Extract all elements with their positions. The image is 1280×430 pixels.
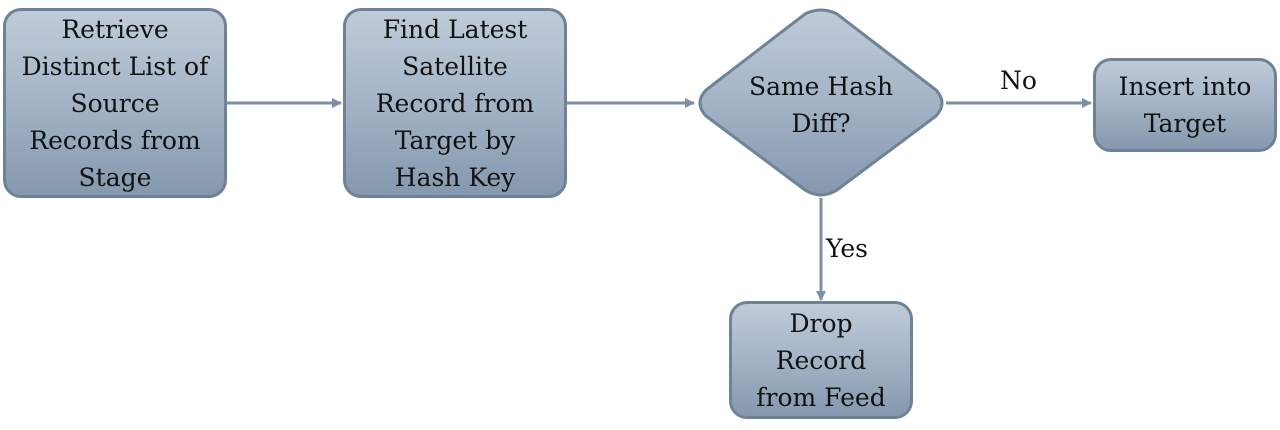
node-text-line: Target [1143, 109, 1227, 138]
node-text-line: Drop [789, 308, 853, 338]
yes-edge-label: Yes [826, 234, 868, 263]
node-text-line: Records from [29, 125, 201, 155]
decision-label: Same Hash Diff? [710, 60, 932, 150]
insert-into-target-node: Insert into Target [1093, 58, 1277, 152]
node-text-line: Insert into [1118, 72, 1252, 101]
node-text-line: from Feed [756, 382, 886, 412]
retrieve-source-records-node: Retrieve Distinct List of Source Records… [3, 8, 227, 198]
node-text-line: Find Latest [382, 14, 528, 44]
node-text-line: Stage [78, 162, 152, 192]
node-text-line: Record [775, 345, 867, 375]
node-text-line: Satellite [402, 51, 508, 81]
node-text-line: Diff? [791, 109, 851, 138]
node-text-line: Same Hash [748, 72, 894, 101]
find-latest-satellite-node: Find Latest Satellite Record from Target… [343, 8, 567, 198]
node-text-line: Record from [375, 88, 535, 118]
node-text-line: Source [70, 88, 160, 118]
no-edge-label: No [1000, 66, 1037, 95]
node-text-line: Distinct List of [21, 51, 209, 81]
decision-diamond [698, 8, 944, 197]
node-text-line: Retrieve [61, 14, 169, 44]
node-text-line: Target by [394, 125, 516, 155]
drop-record-node: Drop Record from Feed [729, 301, 913, 419]
node-text-line: Hash Key [394, 162, 516, 192]
